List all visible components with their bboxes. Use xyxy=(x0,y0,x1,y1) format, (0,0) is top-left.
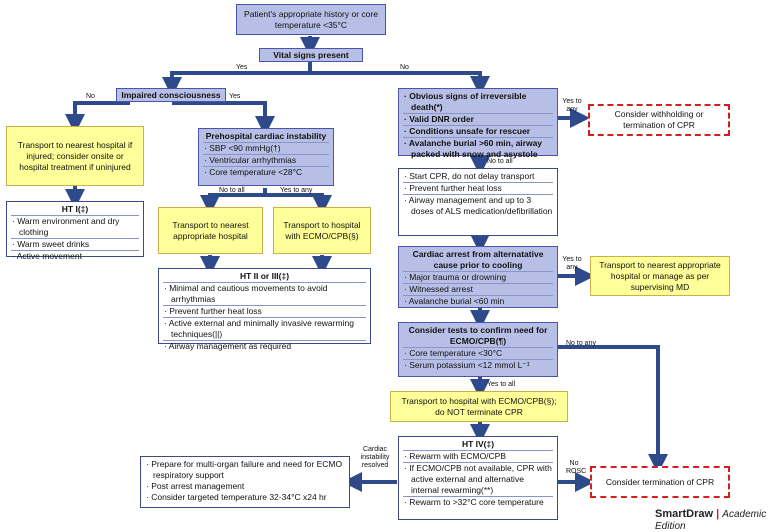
label-yes-to-any-alt: Yes to any xyxy=(562,256,582,271)
ht23-item: · Airway management as required xyxy=(163,340,366,352)
irreversible-item: · Avalanche burial >60 min, airway packe… xyxy=(403,137,553,160)
transport-ecmo-no-terminate-text: Transport to hospital with ECMO/CPB(§); … xyxy=(401,395,557,417)
impaired-consciousness-text: Impaired consciousness xyxy=(121,89,221,100)
logo-edition: Academic Edition xyxy=(655,509,767,532)
transport-nearest-appropriate-text: Transport to nearest appropriate hospita… xyxy=(172,219,249,241)
prehospital-item: · Ventricular arrhythmias xyxy=(203,154,329,166)
label-yes-vital: Yes xyxy=(236,64,248,71)
transport-ecmo-no-terminate-box: Transport to hospital with ECMO/CPB(§); … xyxy=(390,391,568,422)
label-yes-to-any-irreversible: Yes to any xyxy=(562,98,582,113)
transport-nearest-box: Transport to nearest hospital if injured… xyxy=(6,126,144,186)
post-arrest-item: · Prepare for multi-organ failure and ne… xyxy=(146,459,343,480)
post-arrest-box: · Prepare for multi-organ failure and ne… xyxy=(140,456,350,508)
prehospital-title: Prehospital cardiac instability xyxy=(205,131,327,141)
start-cpr-item: · Start CPR, do not delay transport xyxy=(404,171,535,181)
transport-appropriate-text: Transport to nearest appropriate hospita… xyxy=(599,259,721,292)
ht4-item: · Rewarm with ECMO/CPB xyxy=(403,450,553,462)
label-no-to-all-irreversible: No to all xyxy=(487,158,513,165)
start-cpr-box: · Start CPR, do not delay transport · Pr… xyxy=(398,168,558,236)
alternative-cause-item: · Avalanche burial <60 min xyxy=(403,295,553,307)
label-yes-impaired: Yes xyxy=(229,93,241,100)
smartdraw-logo: SmartDraw | Academic Edition xyxy=(655,508,778,532)
alternative-cause-title: Cardiac arrest from alternatative cause … xyxy=(412,249,544,270)
transport-appropriate-box: Transport to nearest appropriate hospita… xyxy=(590,256,730,296)
ht4-title: HT IV(‡) xyxy=(461,439,495,449)
irreversible-item: · Conditions unsafe for rescuer xyxy=(403,125,553,137)
label-no-vital: No xyxy=(400,64,409,71)
label-cardiac-instability-resolved: Cardiac instability resolved xyxy=(360,446,390,469)
ht23-title: HT II or III(‡) xyxy=(239,271,290,281)
logo-separator: | xyxy=(716,508,720,520)
withholding-text: Consider withholding or termination of C… xyxy=(614,109,704,130)
start-box: Patient's appropriate history or core te… xyxy=(236,4,386,35)
vital-signs-text: Vital signs present xyxy=(273,49,349,60)
irreversible-item: · Obvious signs of irreversible death(*) xyxy=(404,91,527,112)
ht1-item: · Warm environment and dry clothing xyxy=(11,215,139,238)
transport-nearest-text: Transport to nearest hospital if injured… xyxy=(17,139,133,172)
confirm-tests-item: · Serum potassium <12 mmol L⁻¹ xyxy=(403,359,553,371)
label-yes-to-all-tests: Yes to all xyxy=(487,381,516,388)
start-cpr-item: · Airway management and up to 3 doses of… xyxy=(403,194,553,216)
label-no-to-any-tests: No to any xyxy=(566,340,596,347)
start-cpr-item: · Prevent further heat loss xyxy=(403,182,553,194)
confirm-tests-item: · Core temperature <30°C xyxy=(403,347,553,359)
alternative-cause-box: Cardiac arrest from alternatative cause … xyxy=(398,246,558,308)
ht1-title: HT I(‡) xyxy=(61,204,89,214)
confirm-tests-box: Consider tests to confirm need for ECMO/… xyxy=(398,322,558,377)
post-arrest-item: · Consider targeted temperature 32-34°C … xyxy=(146,492,327,502)
ht1-item: · Warm sweet drinks xyxy=(11,238,139,250)
withholding-box: Consider withholding or termination of C… xyxy=(588,104,730,136)
alternative-cause-item: · Witnessed arrest xyxy=(403,283,553,295)
prehospital-instability-box: Prehospital cardiac instability · SBP <9… xyxy=(198,128,334,186)
termination-box: Consider termination of CPR xyxy=(590,466,730,498)
confirm-tests-title: Consider tests to confirm need for ECMO/… xyxy=(408,325,548,346)
transport-nearest-appropriate-box: Transport to nearest appropriate hospita… xyxy=(158,207,263,254)
impaired-consciousness-box: Impaired consciousness xyxy=(116,88,226,102)
transport-ecmo-box: Transport to hospital with ECMO/CPB(§) xyxy=(273,207,371,254)
start-text: Patient's appropriate history or core te… xyxy=(244,8,378,30)
label-yes-to-any-prehospital: Yes to any xyxy=(280,187,313,194)
ht4-box: HT IV(‡) · Rewarm with ECMO/CPB · If ECM… xyxy=(398,436,558,520)
ht23-box: HT II or III(‡) · Minimal and cautious m… xyxy=(158,268,371,351)
ht23-item: · Prevent further heat loss xyxy=(163,305,366,317)
post-arrest-item: · Post arrest management xyxy=(146,481,245,491)
ht23-item: · Minimal and cautious movements to avoi… xyxy=(163,282,366,305)
label-no-rosc: No ROSC xyxy=(566,460,587,475)
ht4-item: · If ECMO/CPB not available, CPR with ac… xyxy=(403,462,553,495)
label-no-impaired: No xyxy=(86,93,95,100)
logo-brand: SmartDraw xyxy=(655,508,714,520)
transport-ecmo-text: Transport to hospital with ECMO/CPB(§) xyxy=(283,219,361,241)
vital-signs-box: Vital signs present xyxy=(259,48,363,62)
ht1-item: · Active movement xyxy=(11,250,139,262)
alternative-cause-item: · Major trauma or drowning xyxy=(403,271,553,283)
irreversible-item: · Valid DNR order xyxy=(403,113,553,125)
ht23-item: · Active external and minimally invasive… xyxy=(163,317,366,340)
irreversible-death-box: · Obvious signs of irreversible death(*)… xyxy=(398,88,558,159)
termination-text: Consider termination of CPR xyxy=(605,476,715,487)
ht1-box: HT I(‡) · Warm environment and dry cloth… xyxy=(6,201,144,261)
prehospital-item: · Core temperature <28°C xyxy=(203,166,329,178)
label-no-to-all-prehospital: No to all xyxy=(219,187,245,194)
prehospital-item: · SBP <90 mmHg(†) xyxy=(203,142,329,154)
ht4-item: · Rewarm to >32°C core temperature xyxy=(403,496,553,508)
